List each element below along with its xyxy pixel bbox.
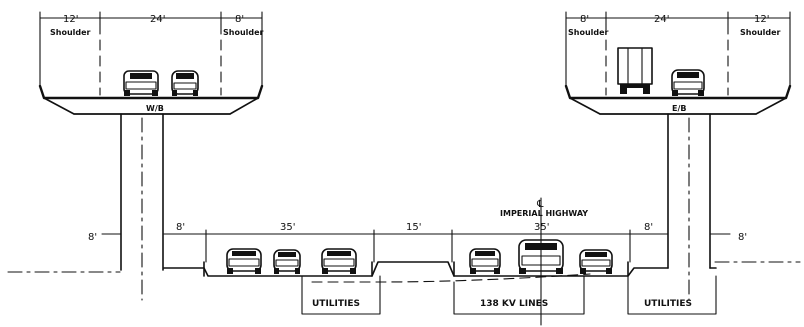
utilities-left-label: UTILITIES	[312, 299, 360, 309]
wb-direction-label: W/B	[146, 104, 164, 113]
ground-car-4	[469, 248, 501, 274]
eb-shoulder-left-label: Shoulder	[568, 28, 609, 37]
wb-shoulder-left-label: Shoulder	[50, 28, 91, 37]
ground-van	[518, 239, 564, 274]
ground-dim-road-left: 35'	[280, 222, 295, 233]
utilities-right-label: UTILITIES	[644, 299, 692, 309]
ground-dim-right-offset: 8'	[738, 232, 747, 243]
ground-car-1	[226, 248, 262, 274]
eb-dim-shoulder-left: 8'	[580, 14, 589, 25]
wb-dim-lanes: 24'	[150, 14, 165, 25]
eastbound-car	[671, 69, 705, 96]
eb-shoulder-right-label: Shoulder	[740, 28, 781, 37]
eastbound-deck	[564, 11, 792, 301]
eb-direction-label: E/B	[672, 104, 686, 113]
power-lines-label: 138 KV LINES	[480, 299, 548, 309]
westbound-car-2	[171, 70, 199, 96]
ground-car-2	[273, 249, 301, 274]
utilities-left-box	[301, 275, 381, 315]
ground-profile	[7, 197, 801, 326]
wb-dim-shoulder-right: 8'	[235, 14, 244, 25]
centerline-label: IMPERIAL HIGHWAY	[500, 209, 588, 218]
ground-car-5	[579, 249, 613, 274]
ground-dim-left-offset: 8'	[88, 232, 97, 243]
ground-dim-median: 15'	[406, 222, 421, 233]
eb-dim-shoulder-right: 12'	[754, 14, 769, 25]
wb-dim-shoulder-left: 12'	[63, 14, 78, 25]
utilities-right-box	[627, 275, 717, 315]
eb-dim-lanes: 24'	[654, 14, 669, 25]
power-lines-box	[453, 275, 585, 315]
westbound-deck	[38, 11, 264, 301]
utility-dashed-line	[311, 273, 591, 283]
eastbound-truck	[617, 47, 653, 94]
ground-car-3	[321, 248, 357, 274]
wb-shoulder-right-label: Shoulder	[223, 28, 264, 37]
westbound-car-1	[123, 70, 159, 96]
ground-dim-road-right: 35'	[534, 222, 549, 233]
ground-dim-gap-right: 8'	[644, 222, 653, 233]
ground-dim-gap-left: 8'	[176, 222, 185, 233]
centerline-symbol: ℄	[536, 199, 544, 210]
